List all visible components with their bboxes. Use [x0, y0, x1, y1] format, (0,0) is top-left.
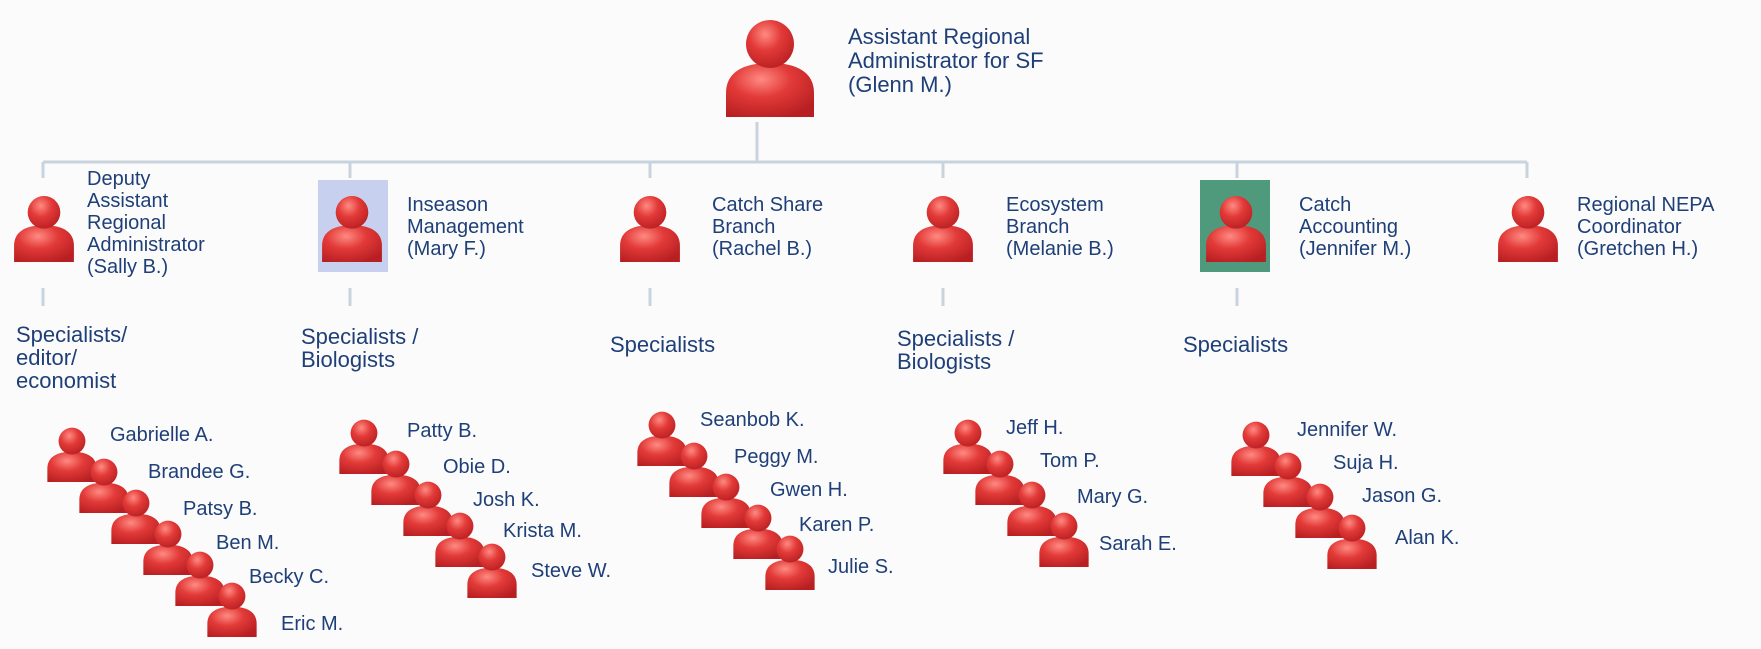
- branch-label-deputy: Deputy Assistant Regional Administrator …: [87, 168, 205, 278]
- head-label: Assistant Regional Administrator for SF …: [848, 24, 1044, 97]
- branch-label-nepa: Regional NEPA Coordinator (Gretchen H.): [1577, 194, 1715, 260]
- branch-label-ecosystem: Ecosystem Branch (Melanie B.): [1006, 194, 1114, 260]
- head-person-icon: [726, 20, 814, 117]
- staff-name: Gabrielle A.: [110, 424, 214, 446]
- staff-name: Julie S.: [828, 556, 894, 578]
- nepa-person-icon: [1498, 196, 1558, 262]
- branch-label-catch-share: Catch Share Branch (Rachel B.): [712, 194, 824, 260]
- staff-person-icon: [339, 419, 389, 474]
- staff-name: Karen P.: [799, 514, 875, 536]
- staff-name: Jeff H.: [1006, 417, 1064, 439]
- staff-name: Peggy M.: [734, 446, 819, 468]
- catch-share-person-icon: [620, 196, 680, 262]
- staff-name: Krista M.: [503, 520, 582, 542]
- connector-lines: [41, 122, 1529, 306]
- ecosystem-person-icon: [913, 196, 973, 262]
- group-label-deputy: Specialists/ editor/ economist: [16, 322, 128, 393]
- staff-name: Alan K.: [1395, 527, 1460, 549]
- staff-name: Becky C.: [249, 566, 330, 588]
- staff-person-icon: [47, 427, 97, 482]
- branch-label-inseason: Inseason Management (Mary F.): [407, 194, 524, 260]
- branch-label-catch-accounting: Catch Accounting (Jennifer M.): [1299, 194, 1412, 260]
- staff-name: Jason G.: [1362, 485, 1443, 507]
- staff-name: Obie D.: [443, 456, 511, 478]
- staff-name: Tom P.: [1040, 450, 1100, 472]
- group-label-catch-accounting: Specialists: [1183, 332, 1289, 357]
- staff-name: Brandee G.: [148, 461, 251, 483]
- staff-name: Sarah E.: [1099, 533, 1177, 555]
- staff-name: Steve W.: [531, 560, 612, 582]
- staff-name: Eric M.: [281, 613, 344, 635]
- staff-person-icon: [943, 419, 993, 474]
- staff-name: Josh K.: [473, 489, 540, 511]
- staff-name: Patty B.: [407, 420, 478, 442]
- group-label-ecosystem: Specialists / Biologists: [897, 326, 1015, 374]
- catch-accounting-staff-icons: [1231, 421, 1377, 569]
- group-label-catch-share: Specialists: [610, 332, 716, 357]
- deputy-person-icon: [14, 196, 74, 262]
- ecosystem-staff-icons: [943, 419, 1089, 567]
- staff-name: Patsy B.: [183, 498, 258, 520]
- staff-name: Jennifer W.: [1297, 419, 1398, 441]
- staff-name: Mary G.: [1077, 486, 1149, 508]
- staff-name: Seanbob K.: [700, 409, 805, 431]
- group-label-inseason: Specialists / Biologists: [301, 324, 419, 372]
- staff-name: Gwen H.: [770, 479, 848, 501]
- staff-name: Suja H.: [1333, 452, 1399, 474]
- staff-name: Ben M.: [216, 532, 280, 554]
- staff-person-icon: [1231, 421, 1281, 476]
- staff-person-icon: [637, 411, 687, 466]
